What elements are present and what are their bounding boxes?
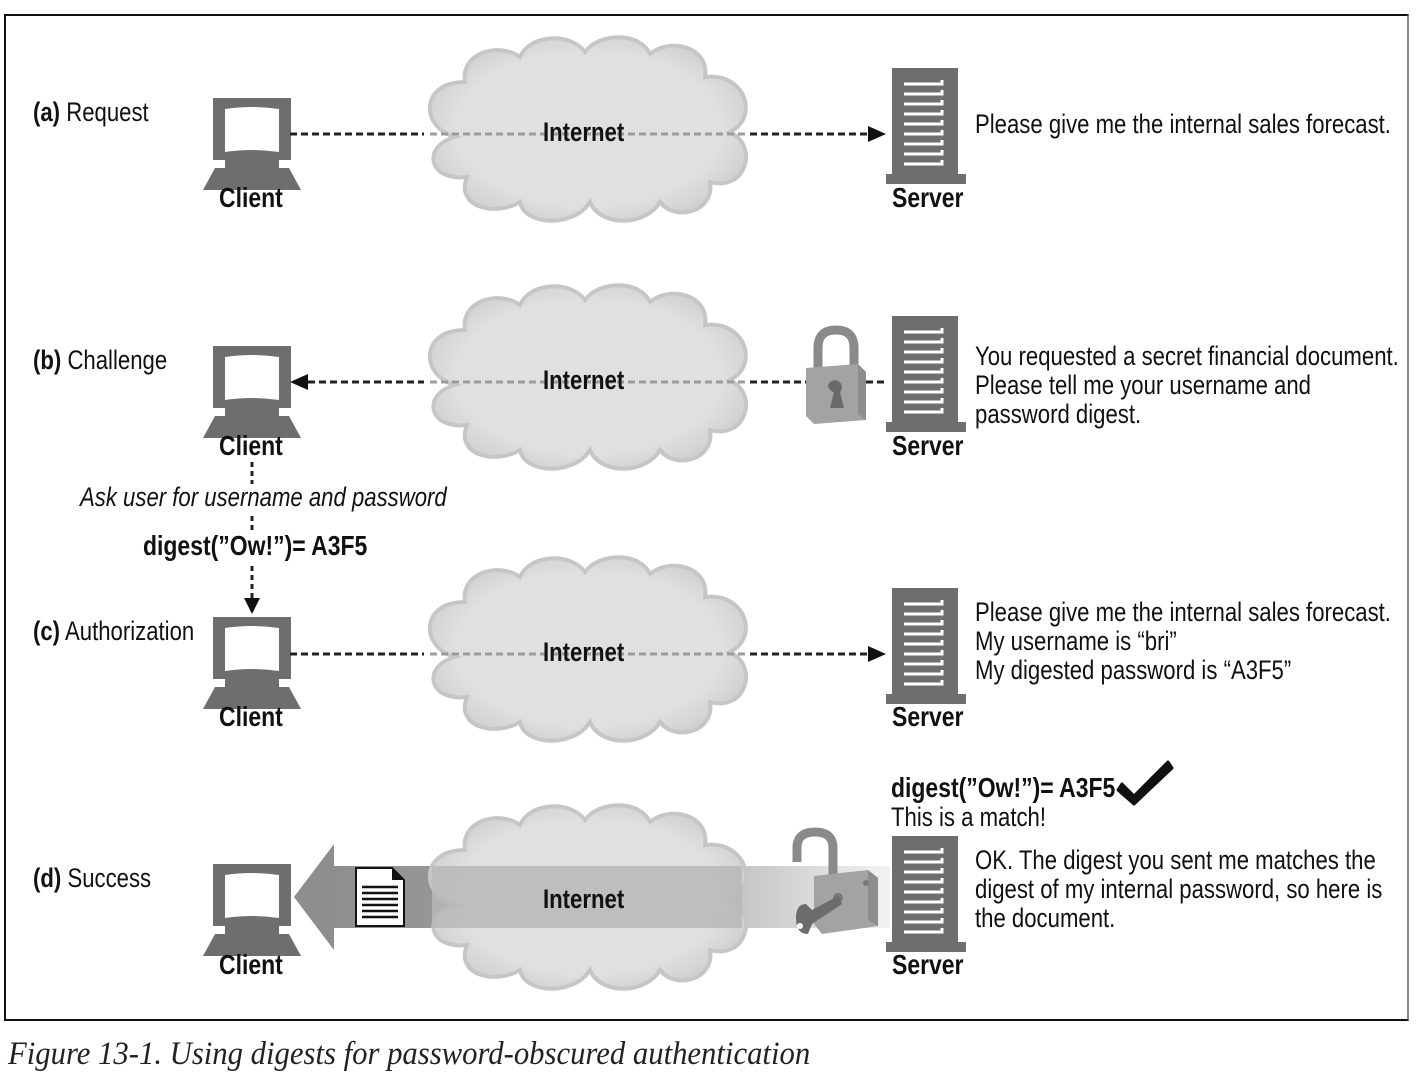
figure-caption: Figure 13-1. Using digests for password-… [8, 1036, 811, 1072]
server-label: Server [892, 182, 964, 213]
step-letter: (d) [33, 863, 62, 893]
server-digest-check: digest(”Ow!”)= A3F5 [891, 772, 1116, 803]
internet-label: Internet [543, 884, 625, 914]
panel-a-step-label: (a) Request [33, 97, 149, 128]
server-message: OK. The digest you sent me matches the d… [975, 846, 1382, 933]
step-name: Request [66, 97, 149, 127]
message-line: digest of my internal password, so here … [975, 874, 1383, 904]
arrowhead-right-icon [868, 126, 886, 142]
message-line: You requested a secret financial documen… [975, 341, 1399, 371]
client-label: Client [219, 430, 283, 461]
step-name: Success [67, 863, 152, 893]
server-label: Server [892, 949, 964, 980]
server-check-result: This is a match! [891, 802, 1047, 832]
client-computer-icon [203, 864, 301, 956]
client-computer-icon [203, 617, 301, 709]
server-label: Server [892, 430, 964, 461]
panel-d-step-label: (d) Success [33, 863, 151, 894]
panel-b-graphics [203, 283, 968, 614]
internet-label: Internet [543, 117, 625, 147]
message-line: My digested password is “A3F5” [975, 655, 1292, 685]
figure-frame [4, 14, 1409, 1021]
step-name: Authorization [64, 616, 195, 646]
message-line: My username is “bri” [975, 626, 1177, 656]
internet-label: Internet [543, 637, 625, 667]
step-letter: (c) [33, 616, 61, 646]
client-digest: digest(”Ow!”)= A3F5 [143, 530, 368, 561]
panel-b-step-label: (b) Challenge [33, 345, 167, 376]
server-icon [884, 66, 968, 186]
internet-label: Internet [543, 365, 625, 395]
server-icon [884, 586, 968, 706]
arrowhead-left-icon [290, 374, 308, 390]
document-icon [355, 867, 405, 927]
beam-through-cloud [432, 866, 742, 928]
client-label: Client [219, 949, 283, 980]
panel-c-step-label: (c) Authorization [33, 616, 194, 647]
unlocked-padlock-with-key-icon [792, 827, 878, 934]
arrowhead-right-icon [868, 646, 886, 662]
server-label: Server [892, 701, 964, 732]
checkmark-icon [1116, 760, 1174, 806]
server-message: Please give me the internal sales foreca… [975, 598, 1391, 685]
server-icon [884, 834, 968, 954]
client-label: Client [219, 182, 283, 213]
step-letter: (a) [33, 97, 61, 127]
client-computer-icon [203, 98, 301, 190]
server-message: You requested a secret financial documen… [975, 342, 1399, 429]
message-line: password digest. [975, 399, 1142, 429]
message-line: Please give me the internal sales foreca… [975, 597, 1391, 627]
message-line: Please tell me your username and [975, 370, 1311, 400]
client-note: Ask user for username and password [80, 482, 447, 512]
step-name: Challenge [67, 345, 168, 375]
panel-d-graphics [203, 760, 1174, 991]
panel-c-graphics [203, 555, 968, 743]
server-icon [884, 314, 968, 434]
message-line: the document. [975, 903, 1116, 933]
message-line: Please give me the internal sales foreca… [975, 109, 1391, 139]
client-label: Client [219, 701, 283, 732]
arrowhead-down-icon [244, 598, 260, 614]
client-computer-icon [203, 346, 301, 438]
message-line: OK. The digest you sent me matches the [975, 845, 1376, 875]
step-letter: (b) [33, 345, 62, 375]
server-message: Please give me the internal sales foreca… [975, 110, 1391, 139]
big-arrowhead-left-icon [294, 844, 334, 950]
panel-a-graphics [203, 35, 968, 223]
locked-padlock-icon [806, 325, 866, 424]
